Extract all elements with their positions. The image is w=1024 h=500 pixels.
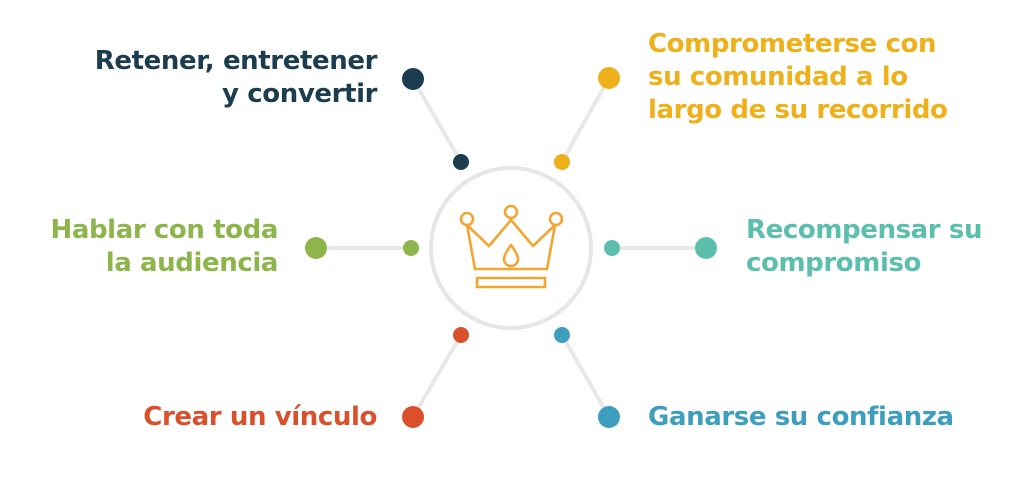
outer-dot-recompensar: [695, 237, 717, 259]
inner-dot-crear: [453, 327, 469, 343]
label-line: Recompensar su: [746, 215, 983, 245]
label-crear: Crear un vínculo: [143, 401, 377, 434]
label-line: Retener, entretener: [94, 46, 378, 76]
label-line: y convertir: [222, 79, 377, 109]
label-hablar: Hablar con toda la audiencia: [50, 214, 278, 280]
label-recompensar: Recompensar su compromiso: [746, 214, 982, 280]
label-line: su comunidad a lo: [648, 62, 908, 92]
connector-comprometerse: [560, 76, 611, 164]
connector-retener: [411, 77, 463, 164]
outer-dot-crear: [402, 406, 424, 428]
inner-dot-retener: [453, 154, 469, 170]
label-line: compromiso: [746, 248, 922, 278]
label-ganarse: Ganarse su confianza: [648, 401, 954, 434]
label-line: Crear un vínculo: [143, 402, 377, 432]
inner-dot-comprometerse: [554, 154, 570, 170]
label-line: Hablar con toda: [50, 215, 278, 245]
outer-dot-comprometerse: [598, 67, 620, 89]
label-comprometerse: Comprometerse con su comunidad a lo larg…: [648, 28, 948, 127]
label-line: Comprometerse con: [648, 29, 937, 59]
crown-icon: [459, 204, 564, 289]
label-retener: Retener, entretener y convertir: [94, 45, 378, 111]
inner-dot-ganarse: [554, 327, 570, 343]
outer-dot-retener: [402, 68, 424, 90]
label-line: Ganarse su confianza: [648, 402, 954, 432]
inner-dot-hablar: [403, 240, 419, 256]
label-line: la audiencia: [105, 248, 279, 278]
center-ring: [429, 166, 593, 330]
label-line: largo de su recorrido: [648, 95, 948, 125]
outer-dot-ganarse: [598, 406, 620, 428]
inner-dot-recompensar: [604, 240, 620, 256]
outer-dot-hablar: [305, 237, 327, 259]
connector-crear: [411, 333, 463, 419]
connector-ganarse: [560, 333, 611, 419]
